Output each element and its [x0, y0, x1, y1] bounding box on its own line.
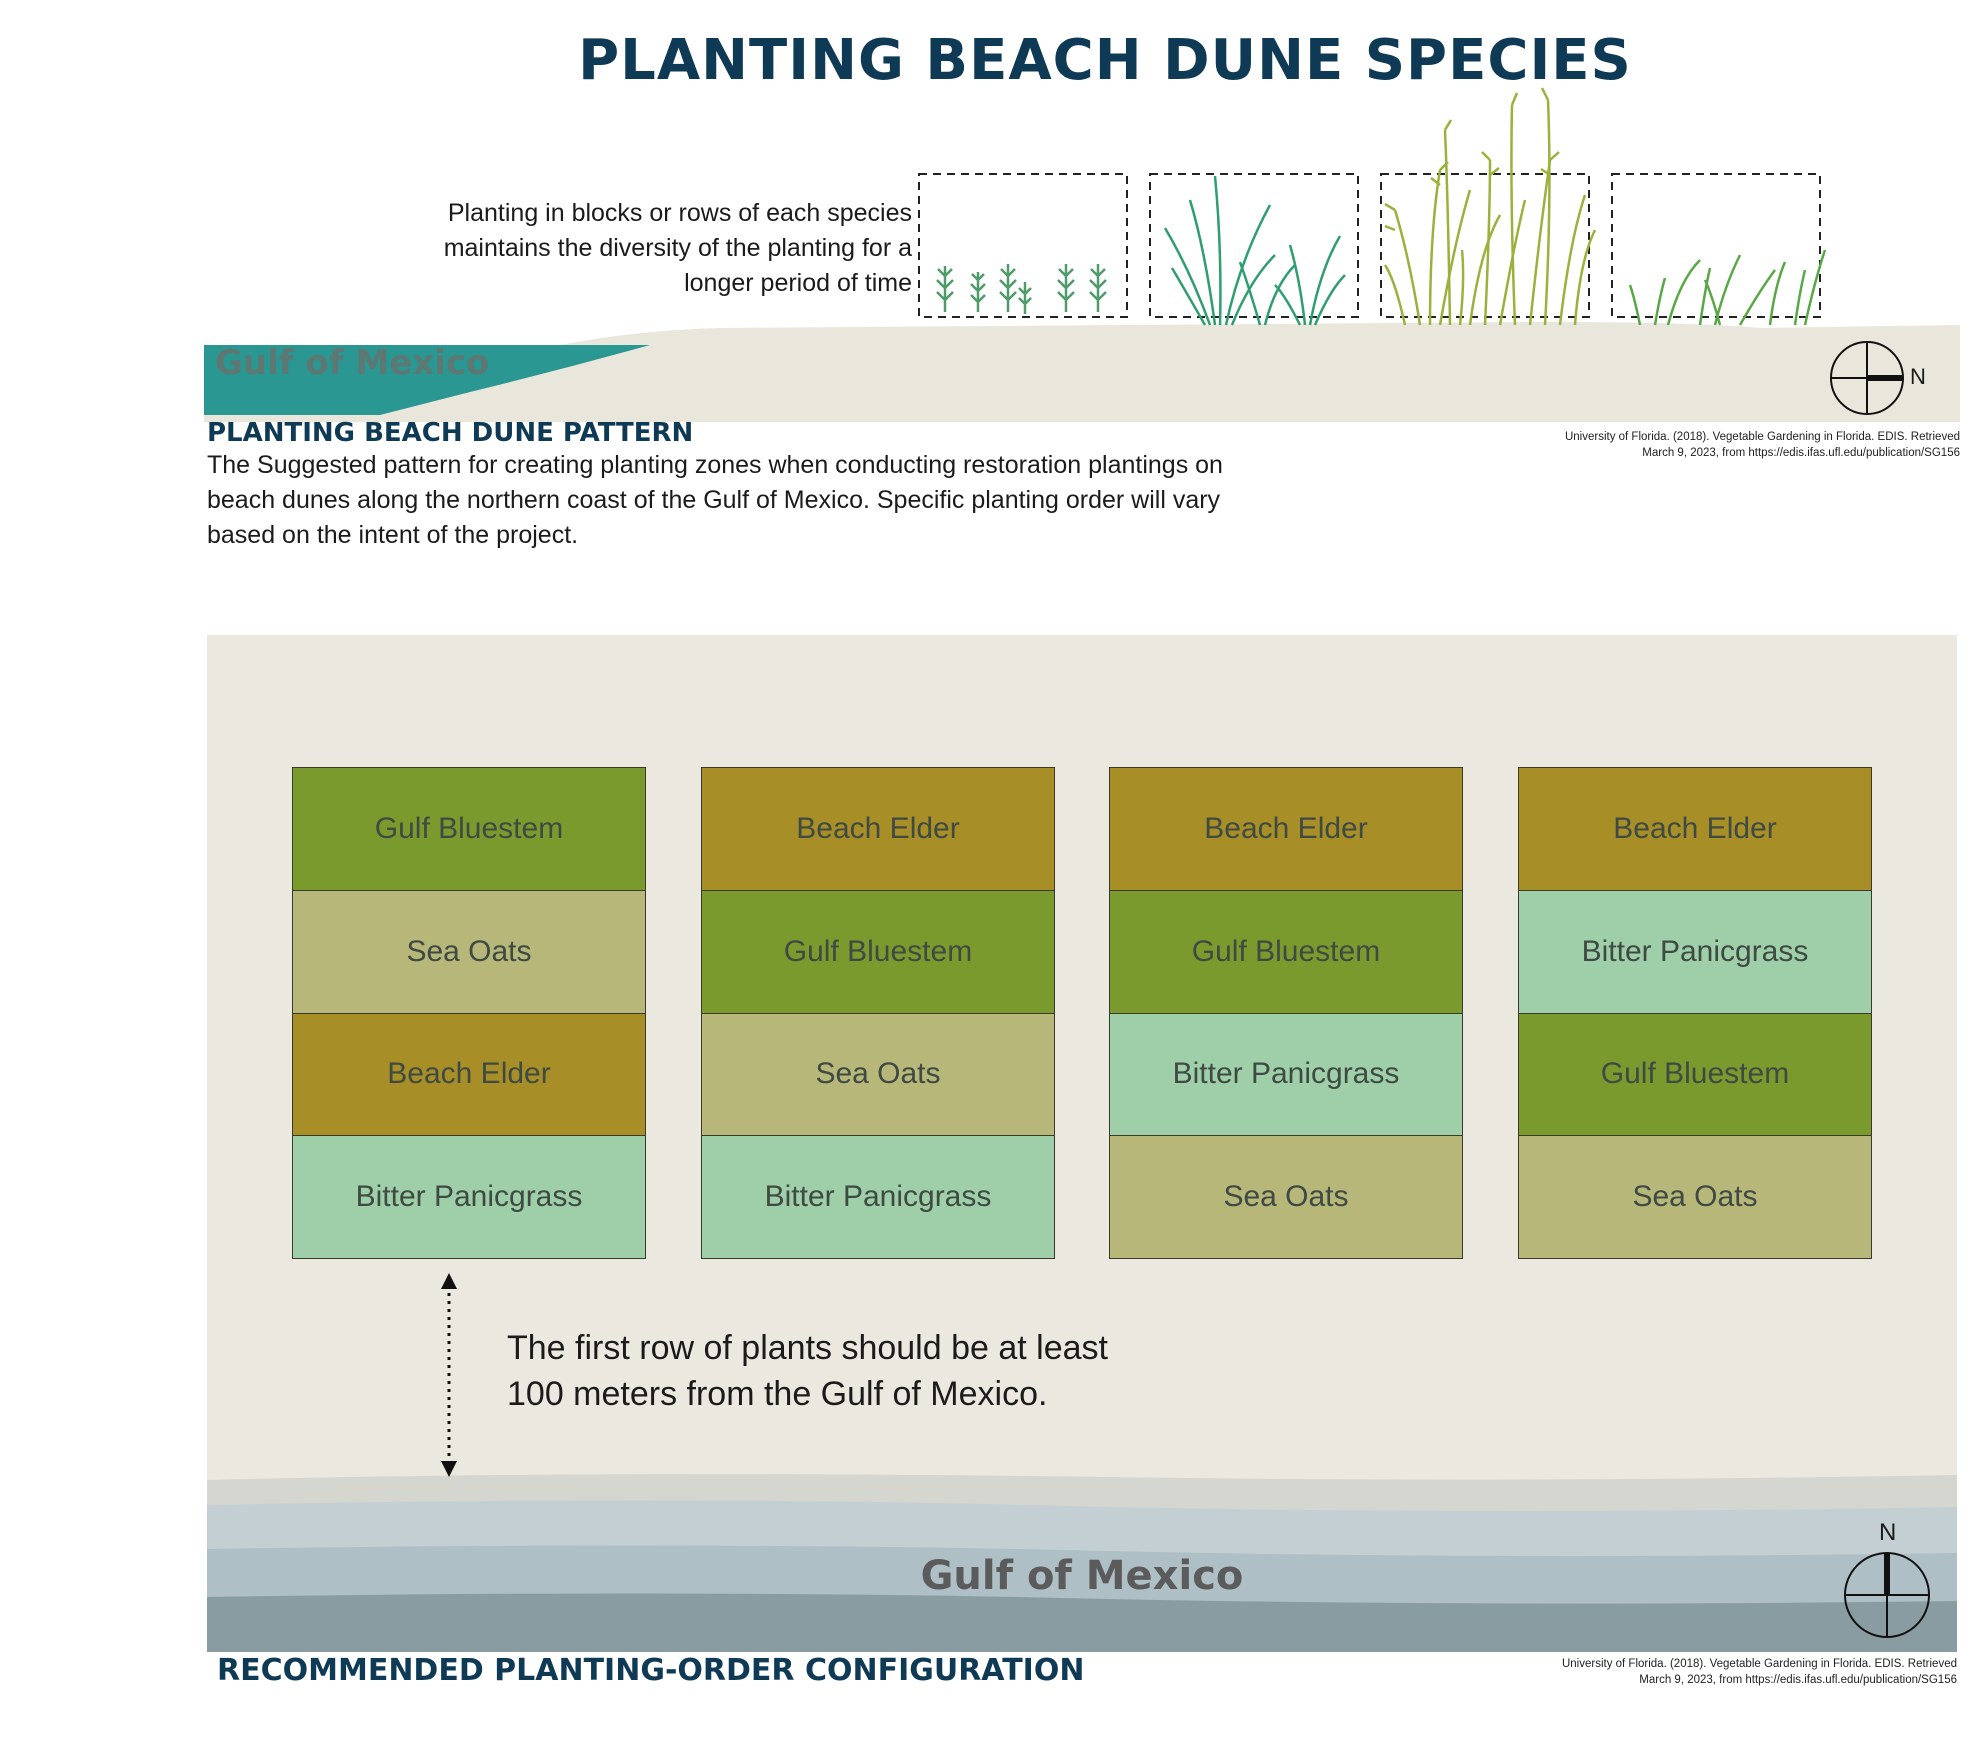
zone-cell: Beach Elder: [702, 768, 1054, 891]
compass-north-label: N: [1879, 1519, 1897, 1546]
pattern-description: The Suggested pattern for creating plant…: [207, 451, 1223, 549]
zone-box-4: [1611, 173, 1821, 318]
distance-arrow-icon: [441, 1273, 457, 1477]
distance-note: The first row of plants should be at lea…: [507, 1329, 1108, 1413]
dune-profile-section: Planting in blocks or rows of each speci…: [0, 0, 1984, 459]
zone-box-1: [918, 173, 1128, 318]
gulf-label-bottom: Gulf of Mexico: [920, 1553, 1244, 1599]
zone-cell: Bitter Panicgrass: [1519, 890, 1871, 1014]
pattern-heading: PLANTING BEACH DUNE PATTERN: [207, 418, 694, 448]
zone-cell: Gulf Bluestem: [1519, 1013, 1871, 1137]
zone-cell: Gulf Bluestem: [1110, 890, 1462, 1014]
zone-cell: Beach Elder: [293, 1013, 645, 1137]
zone-box-2: [1149, 173, 1359, 318]
zone-cell: Sea Oats: [1519, 1136, 1871, 1258]
zone-cell: Beach Elder: [1519, 768, 1871, 891]
configuration-heading: RECOMMENDED PLANTING-ORDER CONFIGURATION: [217, 1653, 1085, 1688]
planting-column-4: Beach Elder Bitter Panicgrass Gulf Blues…: [1518, 767, 1872, 1259]
gulf-bluestem-plants-icon: [1628, 249, 1827, 326]
gulf-label-top: Gulf of Mexico: [215, 343, 490, 383]
sea-oats-plants-icon: [1383, 87, 1597, 326]
planting-column-1: Gulf Bluestem Sea Oats Beach Elder Bitte…: [292, 767, 646, 1259]
page-title: PLANTING BEACH DUNE SPECIES: [578, 28, 1632, 93]
zone-cell: Sea Oats: [702, 1013, 1054, 1137]
zone-cell: Bitter Panicgrass: [293, 1136, 645, 1258]
zone-cell: Gulf Bluestem: [293, 768, 645, 891]
compass-icon: [1844, 1552, 1930, 1638]
planting-note: Planting in blocks or rows of each speci…: [443, 199, 912, 297]
sand-profile: [204, 322, 1960, 422]
zone-cell: Sea Oats: [1110, 1136, 1462, 1258]
planting-column-2: Beach Elder Gulf Bluestem Sea Oats Bitte…: [701, 767, 1055, 1259]
dune-profile-illustration: [204, 87, 1960, 422]
citation-top: University of Florida. (2018). Vegetable…: [1564, 431, 1960, 459]
zone-cell: Sea Oats: [293, 890, 645, 1014]
deep-water: [207, 1593, 1957, 1652]
zone-cell: Bitter Panicgrass: [702, 1136, 1054, 1258]
zone-cell: Gulf Bluestem: [702, 890, 1054, 1014]
zone-cell: Beach Elder: [1110, 768, 1462, 891]
planting-column-3: Beach Elder Gulf Bluestem Bitter Panicgr…: [1109, 767, 1463, 1259]
citation-bottom: University of Florida. (2018). Vegetable…: [1561, 1658, 1957, 1686]
zone-cell: Bitter Panicgrass: [1110, 1013, 1462, 1137]
beach-elder-plants-icon: [936, 264, 1107, 314]
planting-plan: Gulf Bluestem Sea Oats Beach Elder Bitte…: [207, 635, 1957, 1652]
water-profile: [204, 345, 650, 415]
plan-water-illustration: [207, 1273, 1957, 1652]
bitter-panicgrass-plants-icon: [1163, 175, 1346, 326]
zone-box-3: [1380, 173, 1590, 318]
compass-north-label: N: [1910, 364, 1926, 389]
compass-icon: [1830, 341, 1904, 415]
